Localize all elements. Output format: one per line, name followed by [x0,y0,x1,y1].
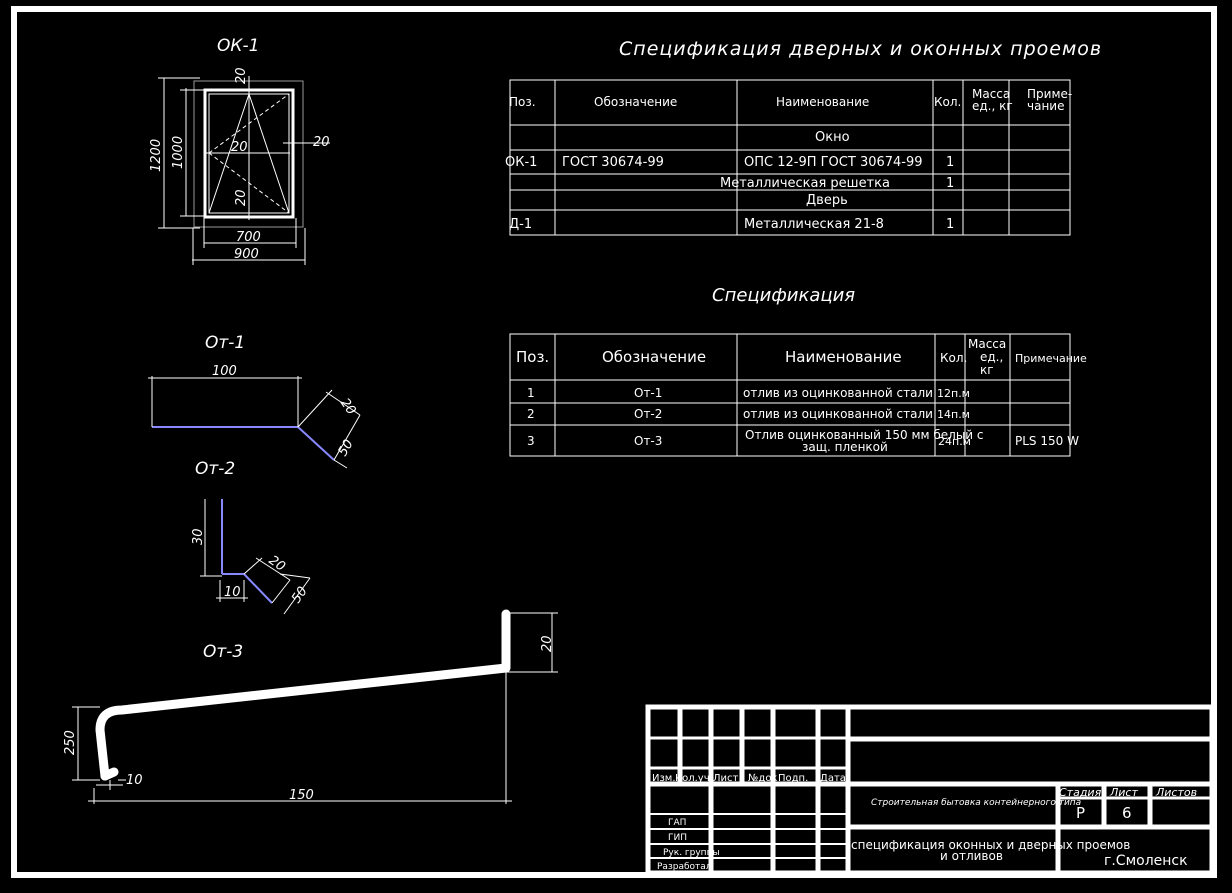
spec2-row3-name-2: защ. пленкой [802,440,888,454]
ot3-dim-right: 20 [540,635,555,652]
tb-stage-label: Стадия [1059,786,1102,799]
ot1-dim-edge: 20 [337,396,359,418]
spec1-header-qty: Кол. [934,95,961,109]
spec1-door-pos: Д-1 [509,217,532,232]
ot1-title: От-1 [205,333,245,353]
spec2-row3-pos: 3 [527,434,535,448]
window-ok1-drawing: ОК-1 1200 1000 20 20 20 20 700 900 [149,36,330,265]
ok1-dim-inner-height: 1000 [171,136,186,169]
tb-stage-value: Р [1076,804,1085,822]
spec2-title: Спецификация [712,285,855,306]
spec1-section-door: Дверь [806,193,848,208]
ot1-dim-slope: 50 [335,437,356,459]
tb-sheets-label: Листов [1155,786,1197,799]
spec1-section-window: Окно [815,130,850,145]
spec2-header-mass-1: Масса [968,337,1006,351]
ok1-title: ОК-1 [217,36,259,56]
spec-table-doors-windows: Спецификация дверных и оконных проемов П… [505,38,1102,236]
spec-table-flashings: Спецификация Поз. Обозначение Наименован… [509,285,1087,457]
spec2-header-designation: Обозначение [602,348,706,366]
tb-project: Строительная бытовка контейнерного типа [871,798,1081,808]
spec2-row1-pos: 1 [527,386,535,400]
spec1-header-mass-1: Масса [972,87,1010,101]
flashing-ot3-drawing: От-3 250 20 10 150 [63,609,558,804]
ot2-dim-base: 10 [224,585,241,600]
ot3-dim-height: 250 [63,730,78,755]
spec1-title: Спецификация дверных и оконных проемов [619,38,1102,60]
spec1-header-note-1: Приме- [1027,87,1072,101]
spec2-row3-name-1: Отлив оцинкованный 150 мм белый с [745,428,984,442]
tb-label-izm: Изм. [652,773,676,784]
title-block: Изм. Кол.уч Лист №док Подп. Дата ГАП ГИП… [645,704,1215,876]
spec1-grille-qty: 1 [946,176,954,191]
spec2-row3-qty: 24п.м [938,435,971,448]
tb-role-gip: ГИП [668,833,687,843]
spec2-row3-note: PLS 150 W [1015,434,1079,448]
tb-label-kol: Кол.уч [675,773,710,784]
spec2-row1-name: отлив из оцинкованной стали [743,386,933,400]
ok1-dim-top: 20 [234,67,249,84]
spec2-row3-designation: От-3 [634,434,662,448]
spec2-row2-name: отлив из оцинкованной стали [743,407,933,421]
spec2-header-name: Наименование [785,348,902,366]
tb-label-doc: №док [748,773,777,784]
ot3-dim-length: 150 [289,788,314,803]
ot3-title: От-3 [203,642,243,662]
spec1-row-name: ОПС 12-9П ГОСТ 30674-99 [744,155,923,170]
tb-role-developer: Разработал [657,862,712,872]
spec2-row2-qty: 14п.м [937,408,970,421]
spec2-header-qty: Кол. [940,351,967,365]
spec1-header-note-2: чание [1027,99,1064,113]
flashing-ot2-drawing: От-2 30 10 20 50 [191,459,311,615]
spec1-header-pos: Поз. [509,95,536,109]
spec1-header-name: Наименование [776,95,869,109]
spec2-header-note: Примечание [1015,352,1087,365]
spec2-header-mass-3: кг [980,363,994,377]
spec1-door-qty: 1 [946,217,954,232]
tb-sheet-value: 6 [1122,804,1132,822]
ok1-dim-mid: 20 [231,140,248,155]
tb-doc-title-2: и отливов [940,849,1003,863]
tb-sheet-label: Лист [1109,786,1138,799]
spec1-row-qty: 1 [946,155,954,170]
ok1-dim-right: 20 [313,135,330,150]
tb-label-podp: Подп. [778,773,808,784]
ok1-dim-total-height: 1200 [149,139,164,172]
ok1-dim-total-width: 900 [234,247,259,262]
spec2-row2-pos: 2 [527,407,535,421]
tb-role-head: Рук. группы [663,848,720,858]
ok1-dim-bottom: 20 [234,189,249,206]
spec2-row2-designation: От-2 [634,407,662,421]
spec1-row-designation: ГОСТ 30674-99 [562,155,664,170]
ot2-title: От-2 [195,459,235,479]
spec2-header-mass-2: ед., [980,350,1003,364]
tb-city: г.Смоленск [1104,853,1188,869]
spec1-row-pos: ОК-1 [505,155,537,170]
tb-doc-title-1: спецификация оконных и дверных проемов [851,838,1130,852]
spec1-header-mass-2: ед., кг [972,99,1013,113]
spec2-row1-qty: 12п.м [937,387,970,400]
ot2-dim-edge: 20 [266,553,288,575]
tb-label-data: Дата [820,773,846,784]
spec1-header-designation: Обозначение [594,95,677,109]
ot2-dim-height: 30 [191,528,206,545]
tb-role-gap: ГАП [668,818,686,828]
ok1-dim-inner-width: 700 [236,230,261,245]
spec2-row1-designation: От-1 [634,386,662,400]
tb-label-list: Лист [713,773,739,784]
ot1-dim-length: 100 [212,364,237,379]
ot3-dim-offset: 10 [126,773,143,788]
spec1-door-name: Металлическая 21-8 [744,217,884,232]
spec2-header-pos: Поз. [516,348,549,366]
spec1-section-grille: Металлическая решетка [720,176,890,191]
flashing-ot1-drawing: От-1 100 20 50 [148,333,361,469]
sheet-frame [11,6,1217,878]
